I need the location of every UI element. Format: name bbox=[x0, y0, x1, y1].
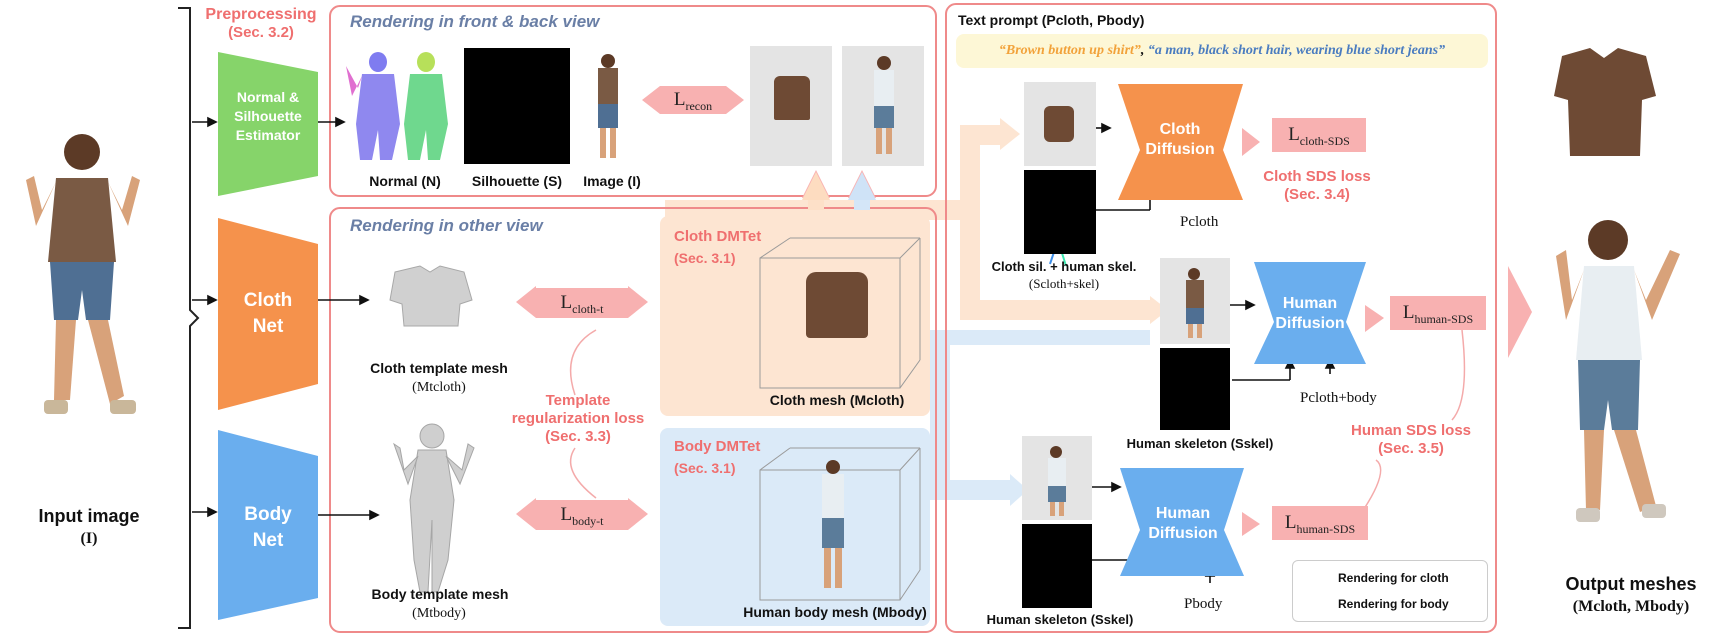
cloth-skel-sym: (Scloth+skel) bbox=[1028, 276, 1100, 291]
input-bracket bbox=[178, 7, 200, 629]
human-skel-label-1: Human skeleton (Sskel) bbox=[1126, 436, 1274, 451]
cloth-mesh-label: Cloth mesh (Mcloth) bbox=[769, 392, 905, 408]
cloth-sds-sec: (Sec. 3.4) bbox=[1284, 186, 1350, 203]
image-person-mini bbox=[596, 54, 620, 160]
cloth-flow-band-lower bbox=[960, 200, 1150, 320]
cloth-diffusion-label: Cloth Diffusion bbox=[1145, 121, 1215, 158]
human-skel-image-2 bbox=[1022, 524, 1092, 608]
human-thumb-mini-2 bbox=[1046, 446, 1068, 516]
cloth-thumb-mini bbox=[1044, 106, 1074, 142]
silhouette-image bbox=[464, 48, 570, 164]
human-sds-box-2: Lhuman-SDS bbox=[1272, 506, 1368, 540]
human-sds-box-1: Lhuman-SDS bbox=[1390, 296, 1486, 330]
p-body-label: Pbody bbox=[1184, 596, 1223, 612]
body-flow-band bbox=[930, 330, 1150, 500]
output-cloth-shape bbox=[1554, 48, 1656, 156]
input-title: Input image bbox=[38, 506, 140, 526]
text-prompt-title: Text prompt (Pcloth, Pbody) bbox=[958, 12, 1145, 28]
image-label: Image (I) bbox=[583, 173, 641, 189]
cloth-net-shape bbox=[218, 218, 318, 410]
human-diffusion-shape-1 bbox=[1254, 262, 1366, 364]
normal-map-shape bbox=[346, 52, 448, 160]
cloth-dmtet-sec: (Sec. 3.1) bbox=[674, 250, 736, 266]
cloth-prompt: “Brown button up shirt” bbox=[998, 43, 1141, 58]
template-reg-1: Template bbox=[545, 392, 611, 409]
body-dmtet-sec: (Sec. 3.1) bbox=[674, 460, 736, 476]
output-symbol: (Mcloth, Mbody) bbox=[1572, 598, 1690, 615]
human-sds-sec: (Sec. 3.5) bbox=[1378, 440, 1444, 457]
text-prompt-box: “Brown button up shirt”, “a man, black s… bbox=[956, 34, 1488, 68]
output-title: Output meshes bbox=[1565, 574, 1697, 594]
cloth-mesh-mini bbox=[806, 272, 868, 338]
cloth-skel-label: Cloth sil. + human skel. bbox=[991, 259, 1137, 274]
cloth-render-mini bbox=[774, 76, 810, 120]
silhouette-label: Silhouette (S) bbox=[471, 173, 563, 189]
body-template-sym: (Mtbody) bbox=[412, 606, 466, 621]
body-t-loss-box: Lbody-t bbox=[536, 500, 628, 530]
human-sds-loss-label: Human SDS loss bbox=[1350, 422, 1472, 439]
template-reg-2: regularization loss bbox=[511, 410, 645, 427]
cloth-net-label-2: Net bbox=[252, 316, 284, 337]
output-body-shape bbox=[1556, 220, 1680, 522]
preprocessing-title: Preprocessing bbox=[205, 6, 317, 23]
human-skel-label-2: Human skeleton (Sskel) bbox=[986, 612, 1134, 627]
cloth-net-label-1: Cloth bbox=[243, 290, 293, 311]
body-render-mini bbox=[872, 56, 896, 156]
legend bbox=[1292, 560, 1488, 622]
cloth-t-loss-box: Lcloth-t bbox=[536, 288, 628, 318]
body-template-shape bbox=[393, 423, 475, 593]
body-template-label: Body template mesh bbox=[371, 586, 509, 602]
cloth-diffusion-shape bbox=[1118, 84, 1243, 200]
body-net-shape bbox=[218, 430, 318, 620]
cloth-template-sym: (Mtcloth) bbox=[412, 380, 466, 395]
human-thumb-mini-1 bbox=[1184, 268, 1206, 338]
p-cloth-label: Pcloth bbox=[1180, 214, 1219, 230]
input-person-shape bbox=[26, 134, 140, 414]
legend-cloth-label: Rendering for cloth bbox=[1338, 571, 1449, 585]
human-diffusion-shape-2 bbox=[1120, 468, 1244, 576]
input-symbol: (I) bbox=[80, 530, 98, 547]
recon-loss-box: Lrecon bbox=[660, 86, 726, 114]
human-diffusion-label-1: Human Diffusion bbox=[1275, 295, 1345, 332]
legend-body-label: Rendering for body bbox=[1338, 597, 1449, 611]
template-reg-3: (Sec. 3.3) bbox=[545, 428, 611, 445]
body-net-label-1: Body bbox=[244, 504, 292, 525]
cloth-flow-band bbox=[665, 125, 1000, 220]
body-prompt: “a man, black short hair, wearing blue s… bbox=[1147, 43, 1446, 58]
human-skel-image-1 bbox=[1160, 348, 1230, 430]
cloth-dmtet-title: Cloth DMTet bbox=[674, 228, 762, 245]
body-mesh-label: Human body mesh (Mbody) bbox=[743, 604, 927, 620]
cloth-skel-image bbox=[1024, 170, 1096, 254]
estimator-label: Normal & Silhouette Estimator bbox=[234, 89, 302, 143]
estimator-shape bbox=[218, 52, 318, 196]
cloth-template-label: Cloth template mesh bbox=[370, 360, 508, 376]
body-dmtet-title: Body DMTet bbox=[674, 438, 761, 455]
cloth-sds-loss-label: Cloth SDS loss bbox=[1263, 168, 1371, 185]
cloth-sds-box: Lcloth-SDS bbox=[1272, 118, 1366, 152]
other-view-title: Rendering in other view bbox=[350, 216, 543, 235]
body-mesh-mini bbox=[818, 460, 848, 596]
human-diffusion-label-2: Human Diffusion bbox=[1148, 505, 1218, 542]
front-back-title: Rendering in front & back view bbox=[350, 12, 600, 31]
cloth-template-shape bbox=[389, 265, 473, 327]
normal-label: Normal (N) bbox=[369, 173, 441, 189]
p-cloth-body-label: Pcloth+body bbox=[1300, 390, 1377, 406]
body-net-label-2: Net bbox=[252, 530, 284, 551]
preprocessing-sec: (Sec. 3.2) bbox=[228, 24, 294, 41]
